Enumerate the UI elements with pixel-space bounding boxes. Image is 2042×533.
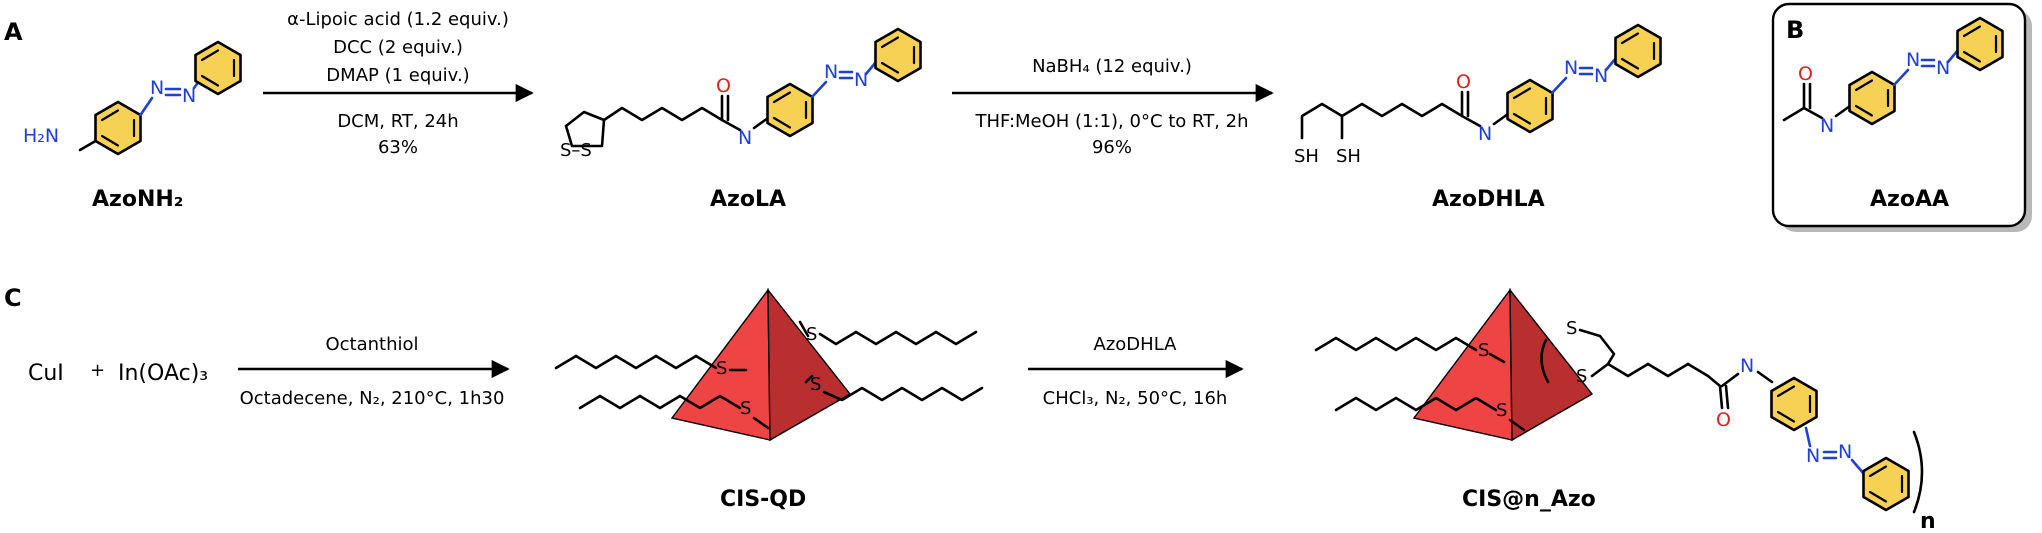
azodhla-oxygen: O [1456,71,1471,93]
cisazo-amide-n: N [1740,355,1754,377]
azodhla-azo-n2: N [1594,65,1608,87]
azo-n1: N [150,77,164,99]
cisazo-azo-n1: N [1806,445,1820,467]
compound-name-azodhla: AzoDHLA [1432,187,1545,212]
molecule-azodhla: SH SH O N N N [1294,23,1662,167]
reaction1-reagent-3: DMAP (1 equiv.) [326,65,469,86]
compound-name-azonh2: AzoNH₂ [92,187,183,212]
azo-n2: N [182,85,196,107]
azoaa-amide-n: N [1820,115,1834,137]
reaction1-reagent-2: DCC (2 equiv.) [333,37,463,58]
azoaa-azo-n1: N [1906,49,1920,71]
compound-name-azoaa: AzoAA [1870,187,1949,212]
panel-label-c: C [4,284,22,312]
reaction3-conditions: Octadecene, N₂, 210°C, 1h30 [240,388,505,409]
repeat-n: n [1920,509,1936,533]
cisazo-sulfur-2: S [1496,400,1507,421]
cisqd-sulfur-1: S [716,358,727,379]
azola-oxygen: O [716,75,731,97]
azola-amide-n: N [738,127,752,149]
reaction1-yield: 63% [378,137,418,158]
cisazo-oxygen: O [1716,409,1731,431]
azodhla-thiol-2: SH [1336,146,1361,167]
azoaa-azo-n2: N [1936,57,1950,79]
reaction4-conditions: CHCl₃, N₂, 50°C, 16h [1043,388,1228,409]
azodhla-thiol-1: SH [1294,146,1319,167]
cisqd-sulfur-4: S [810,374,821,395]
panel-label-b: B [1786,16,1804,44]
amine-label: H₂N [23,125,59,147]
reagent-indium-acetate: In(OAc)₃ [118,361,208,386]
azola-disulfide: S–S [560,140,592,161]
quantum-dot-cisqd: S S S S [554,287,984,442]
reaction2-conditions: THF:MeOH (1:1), 0°C to RT, 2h [974,111,1248,132]
reaction4-reagent: AzoDHLA [1094,334,1178,355]
cisqd-sulfur-3: S [806,324,817,345]
compound-name-cisazo: CIS@n_Azo [1462,487,1596,512]
azodhla-amide-n: N [1478,123,1492,145]
compound-name-azola: AzoLA [710,187,786,212]
azola-azo-n1: N [824,61,838,83]
reaction3-reagent: Octanthiol [325,334,418,355]
reagent-plus: + [90,360,105,381]
molecule-azola: S–S O N H N N [560,27,922,161]
cisazo-azo-n2: N [1838,441,1852,463]
molecule-azoaa: O N N N [1782,16,2004,137]
cisazo-sulfur-1: S [1478,340,1489,361]
reaction1-reagent-1: α-Lipoic acid (1.2 equiv.) [287,9,509,30]
cisazo-sulfur-3: S [1566,318,1577,339]
quantum-dot-cisazo: S S S S O N N N n [1314,287,1936,533]
molecule-azonh2: H₂N N N [23,40,242,156]
cisqd-sulfur-2: S [740,398,751,419]
azoaa-oxygen: O [1798,63,1813,85]
cisazo-sulfur-4: S [1576,366,1587,387]
reaction2-yield: 96% [1092,137,1132,158]
reagent-cui: CuI [28,361,64,386]
reaction1-conditions: DCM, RT, 24h [337,111,458,132]
panel-label-a: A [4,18,23,46]
reaction2-reagent: NaBH₄ (12 equiv.) [1032,56,1192,77]
azola-azo-n2: N [854,69,868,91]
azodhla-azo-n1: N [1564,57,1578,79]
compound-name-cisqd: CIS-QD [720,487,806,512]
